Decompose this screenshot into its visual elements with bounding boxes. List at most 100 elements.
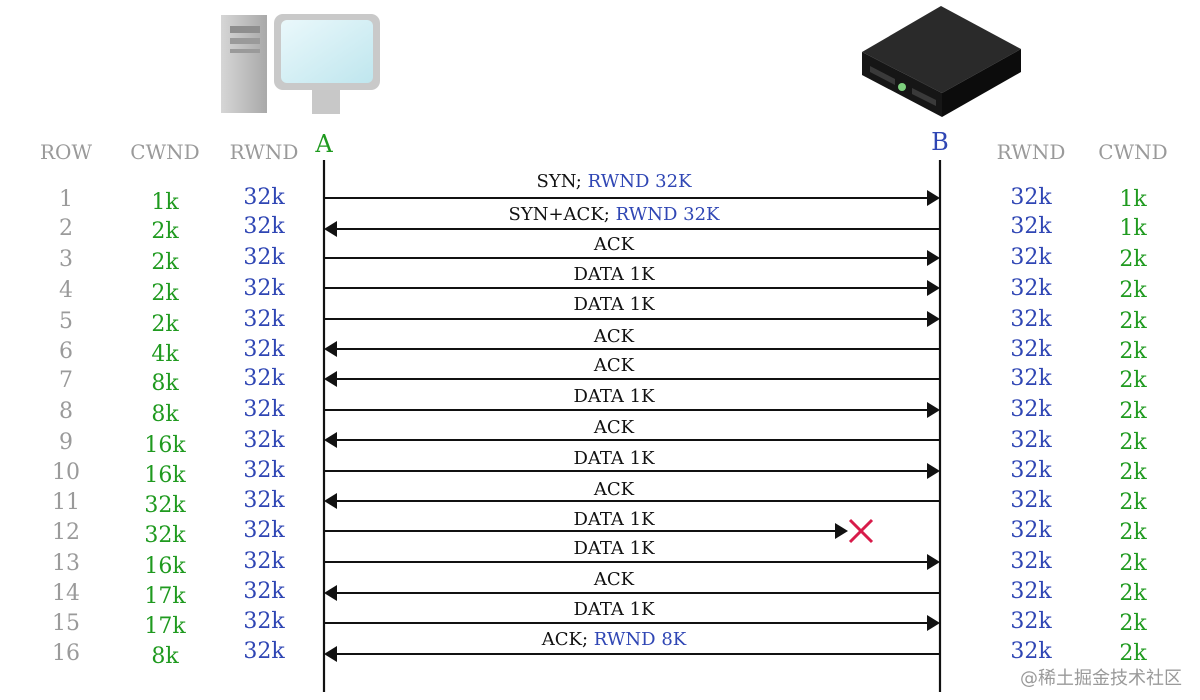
b-rwnd-value: 32k xyxy=(1010,458,1052,483)
row-number: 15 xyxy=(52,611,80,636)
lifelines xyxy=(322,160,942,692)
b-rwnd-value: 32k xyxy=(1010,397,1052,422)
arrowhead-left xyxy=(324,585,337,601)
row-number: 12 xyxy=(52,520,80,545)
a-cwnd-value: 1k xyxy=(151,190,179,215)
arrowhead-right xyxy=(927,615,940,631)
a-rwnd-value: 32k xyxy=(243,245,285,270)
b-cwnd-value: 2k xyxy=(1119,399,1147,424)
b-cwnd-value: 2k xyxy=(1119,309,1147,334)
a-rwnd-value: 32k xyxy=(243,307,285,332)
message-label: DATA 1K xyxy=(573,386,655,407)
message-label: SYN+ACK; RWND 32K xyxy=(509,204,721,225)
b-rwnd-value: 32k xyxy=(1010,428,1052,453)
a-rwnd-value: 32k xyxy=(243,337,285,362)
b-rwnd-value: 32k xyxy=(1010,549,1052,574)
b-cwnd-value: 2k xyxy=(1119,368,1147,393)
a-cwnd-value: 8k xyxy=(151,644,179,669)
b-cwnd-value: 2k xyxy=(1119,581,1147,606)
arrowhead-right xyxy=(835,523,848,539)
arrowhead-left xyxy=(324,432,337,448)
b-rwnd-value: 32k xyxy=(1010,579,1052,604)
arrowhead-left xyxy=(324,221,337,237)
header-left-row: ROW xyxy=(40,140,92,164)
a-rwnd-value: 32k xyxy=(243,639,285,664)
a-rwnd-value: 32k xyxy=(243,458,285,483)
row-number: 3 xyxy=(59,247,73,272)
a-rwnd-value: 32k xyxy=(243,185,285,210)
a-cwnd-value: 16k xyxy=(144,433,186,458)
a-cwnd-value: 2k xyxy=(151,219,179,244)
b-cwnd-value: 2k xyxy=(1119,339,1147,364)
packet-lost-icon xyxy=(848,518,874,544)
arrowhead-right xyxy=(927,402,940,418)
message-text: DATA 1K xyxy=(573,294,655,315)
b-cwnd-value: 2k xyxy=(1119,520,1147,545)
a-rwnd-value: 32k xyxy=(243,488,285,513)
message-text: ACK xyxy=(593,569,635,590)
arrowhead-left xyxy=(324,341,337,357)
a-cwnd-value: 16k xyxy=(144,554,186,579)
message-label: ACK xyxy=(593,417,635,438)
host-b-label: B xyxy=(931,128,949,156)
b-rwnd-value: 32k xyxy=(1010,185,1052,210)
b-cwnd-value: 2k xyxy=(1119,430,1147,455)
message-label: DATA 1K xyxy=(573,448,655,469)
message-text: ACK; xyxy=(541,629,588,650)
desktop-computer-icon xyxy=(221,14,380,114)
a-cwnd-value: 2k xyxy=(151,312,179,337)
row-number: 7 xyxy=(59,368,73,393)
b-cwnd-value: 2k xyxy=(1119,278,1147,303)
message-text: DATA 1K xyxy=(573,509,655,530)
b-rwnd-value: 32k xyxy=(1010,307,1052,332)
b-rwnd-value: 32k xyxy=(1010,639,1052,664)
message-text: SYN+ACK; xyxy=(509,204,610,225)
message-label: ACK xyxy=(593,479,635,500)
a-cwnd-value: 16k xyxy=(144,463,186,488)
a-rwnd-value: 32k xyxy=(243,276,285,301)
row-number: 9 xyxy=(59,430,73,455)
a-rwnd-value: 32k xyxy=(243,366,285,391)
arrowhead-right xyxy=(927,250,940,266)
row-number: 6 xyxy=(59,339,73,364)
watermark: @稀土掘金技术社区 xyxy=(1020,668,1182,689)
arrowhead-right xyxy=(927,280,940,296)
b-cwnd-value: 2k xyxy=(1119,641,1147,666)
message-label: SYN; RWND 32K xyxy=(536,171,692,192)
b-rwnd-value: 32k xyxy=(1010,245,1052,270)
message-label: ACK xyxy=(593,234,635,255)
message-rwnd-text: RWND 8K xyxy=(588,629,687,650)
b-cwnd-value: 2k xyxy=(1119,247,1147,272)
row-number: 11 xyxy=(52,490,80,515)
message-label: ACK xyxy=(593,569,635,590)
b-cwnd-value: 2k xyxy=(1119,460,1147,485)
b-cwnd-value: 1k xyxy=(1119,216,1147,241)
message-label: ACK xyxy=(593,326,635,347)
a-cwnd-value: 17k xyxy=(144,584,186,609)
message-label: ACK xyxy=(593,355,635,376)
row-number: 2 xyxy=(59,216,73,241)
arrowhead-left xyxy=(324,371,337,387)
message-text: DATA 1K xyxy=(573,448,655,469)
message-text: ACK xyxy=(593,234,635,255)
message-label: ACK; RWND 8K xyxy=(541,629,687,650)
message-row: 16 8k 32k 32k 2k ACK; RWND 8K xyxy=(52,629,1147,669)
row-number: 16 xyxy=(52,641,80,666)
message-text: DATA 1K xyxy=(573,386,655,407)
host-a-label: A xyxy=(314,130,333,158)
